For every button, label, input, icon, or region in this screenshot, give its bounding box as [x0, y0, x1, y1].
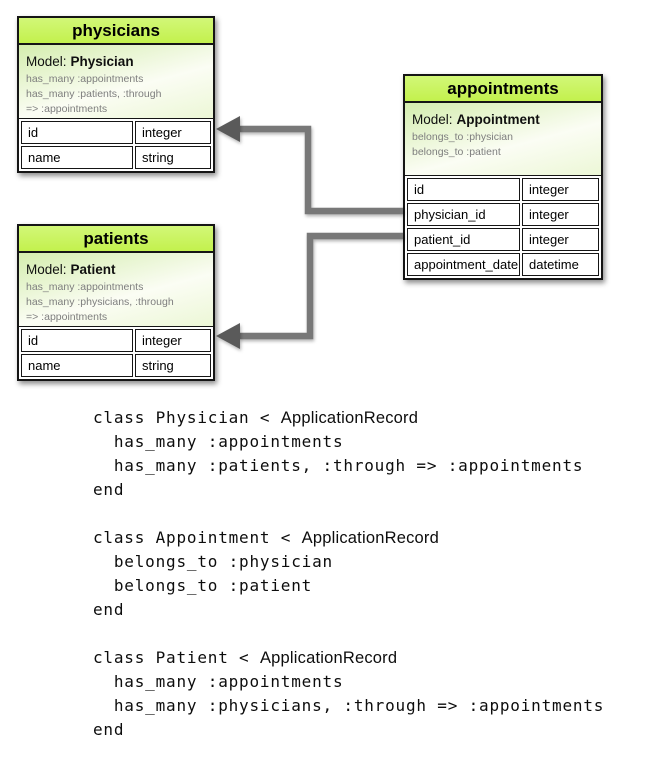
arrow-physician-fk-line [239, 125, 403, 215]
model-section: Model:Patient has_many :appointments has… [19, 253, 213, 327]
arrowhead-patient-icon [216, 323, 240, 349]
table-row: name string [21, 354, 211, 377]
column-name-cell: id [21, 121, 133, 144]
code-line: end [93, 600, 125, 619]
model-label: Model: [26, 262, 67, 277]
table-row: id integer [21, 121, 211, 144]
superclass-name: ApplicationRecord [280, 409, 419, 427]
arrowhead-physician-icon [216, 116, 240, 142]
association-line: has_many :appointments [26, 73, 144, 85]
columns-list: id integer name string [19, 327, 213, 379]
column-type-cell: integer [522, 178, 599, 201]
column-name-cell: patient_id [407, 228, 520, 251]
column-type-cell: string [135, 146, 211, 169]
association-line: belongs_to :patient [412, 146, 501, 158]
columns-list: id integer name string [19, 119, 213, 171]
model-line: Model:Appointment [412, 112, 594, 127]
column-name-cell: name [21, 354, 133, 377]
column-type-cell: string [135, 354, 211, 377]
column-name-cell: physician_id [407, 203, 520, 226]
table-title: patients [19, 226, 213, 253]
table-row: physician_id integer [407, 203, 599, 226]
association-line: => :appointments [26, 311, 108, 323]
code-line: class Appointment < ApplicationRecord [93, 526, 604, 550]
class-declaration: class Physician < [93, 408, 281, 427]
association-line: belongs_to :physician [412, 131, 513, 143]
column-type-cell: integer [522, 203, 599, 226]
code-line: belongs_to :physician [93, 552, 333, 571]
code-block-appointment: class Appointment < ApplicationRecord be… [93, 526, 604, 622]
code-line: end [93, 480, 125, 499]
table-row: name string [21, 146, 211, 169]
table-patients: patients Model:Patient has_many :appoint… [17, 224, 215, 381]
class-declaration: class Appointment < [93, 528, 302, 547]
columns-list: id integer physician_id integer patient_… [405, 176, 601, 278]
column-type-cell: integer [135, 121, 211, 144]
table-row: id integer [407, 178, 599, 201]
ruby-code: class Physician < ApplicationRecord has_… [93, 406, 604, 766]
association-line: => :appointments [26, 103, 108, 115]
table-row: patient_id integer [407, 228, 599, 251]
model-label: Model: [412, 112, 453, 127]
table-physicians: physicians Model:Physician has_many :app… [17, 16, 215, 173]
table-appointments: appointments Model:Appointment belongs_t… [403, 74, 603, 280]
code-line: has_many :patients, :through => :appoint… [93, 456, 584, 475]
table-title: physicians [19, 18, 213, 45]
code-line: class Patient < ApplicationRecord [93, 646, 604, 670]
arrow-patient-fk-line [239, 232, 403, 340]
column-name-cell: id [21, 329, 133, 352]
code-line: belongs_to :patient [93, 576, 313, 595]
code-block-physician: class Physician < ApplicationRecord has_… [93, 406, 604, 502]
column-name-cell: appointment_date [407, 253, 520, 276]
column-type-cell: integer [522, 228, 599, 251]
model-line: Model:Physician [26, 54, 206, 69]
code-block-patient: class Patient < ApplicationRecord has_ma… [93, 646, 604, 742]
table-row: id integer [21, 329, 211, 352]
model-line: Model:Patient [26, 262, 206, 277]
model-label: Model: [26, 54, 67, 69]
code-line: has_many :appointments [93, 432, 344, 451]
code-line: has_many :appointments [93, 672, 344, 691]
column-name-cell: id [407, 178, 520, 201]
model-name: Appointment [456, 112, 540, 127]
class-declaration: class Patient < [93, 648, 260, 667]
association-line: has_many :appointments [26, 281, 144, 293]
model-name: Physician [70, 54, 134, 69]
column-type-cell: datetime [522, 253, 599, 276]
model-name: Patient [70, 262, 116, 277]
model-section: Model:Physician has_many :appointments h… [19, 45, 213, 119]
model-section: Model:Appointment belongs_to :physician … [405, 103, 601, 176]
code-line: class Physician < ApplicationRecord [93, 406, 604, 430]
column-type-cell: integer [135, 329, 211, 352]
superclass-name: ApplicationRecord [259, 649, 398, 667]
superclass-name: ApplicationRecord [301, 529, 439, 547]
association-line: has_many :physicians, :through [26, 296, 174, 308]
table-title: appointments [405, 76, 601, 103]
table-row: appointment_date datetime [407, 253, 599, 276]
association-line: has_many :patients, :through [26, 88, 162, 100]
code-line: has_many :physicians, :through => :appoi… [93, 696, 605, 715]
code-line: end [93, 720, 125, 739]
column-name-cell: name [21, 146, 133, 169]
